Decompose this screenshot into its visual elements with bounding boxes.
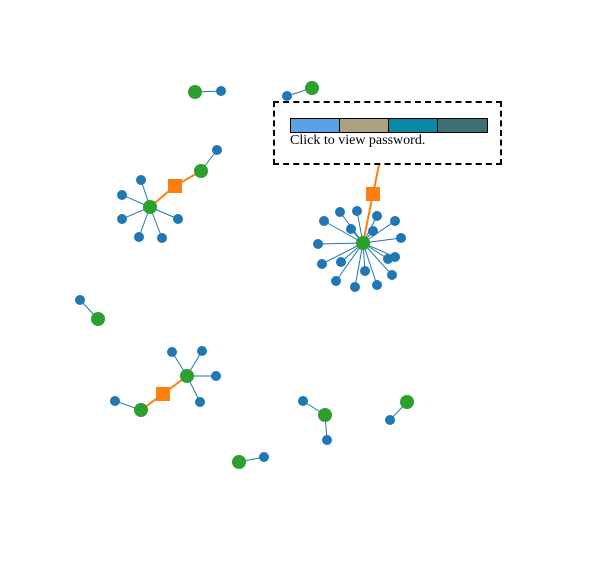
blue-link bbox=[321, 242, 364, 265]
color-swatch-bar[interactable] bbox=[290, 118, 488, 133]
green-node[interactable] bbox=[91, 312, 105, 326]
blue-node[interactable] bbox=[173, 214, 183, 224]
blue-node[interactable] bbox=[335, 207, 345, 217]
blue-node[interactable] bbox=[117, 214, 127, 224]
blue-node[interactable] bbox=[167, 347, 177, 357]
blue-link bbox=[362, 242, 393, 276]
blue-node[interactable] bbox=[385, 415, 395, 425]
orange-link bbox=[362, 193, 374, 244]
blue-link bbox=[362, 242, 378, 286]
green-node[interactable] bbox=[143, 200, 157, 214]
blue-node[interactable] bbox=[282, 91, 292, 101]
blue-node[interactable] bbox=[136, 175, 146, 185]
blue-node[interactable] bbox=[313, 239, 323, 249]
graph-nodes bbox=[75, 81, 414, 469]
orange-square-node[interactable] bbox=[366, 187, 380, 201]
color-swatch-2[interactable] bbox=[340, 119, 389, 132]
password-popup[interactable]: Click to view password. bbox=[273, 101, 502, 165]
blue-node[interactable] bbox=[319, 216, 329, 226]
blue-node[interactable] bbox=[298, 396, 308, 406]
green-node[interactable] bbox=[188, 85, 202, 99]
blue-node[interactable] bbox=[134, 232, 144, 242]
blue-node[interactable] bbox=[350, 282, 360, 292]
blue-node[interactable] bbox=[157, 233, 167, 243]
color-swatch-4[interactable] bbox=[438, 119, 487, 132]
green-node[interactable] bbox=[134, 403, 148, 417]
blue-node[interactable] bbox=[346, 224, 356, 234]
blue-link bbox=[335, 242, 364, 282]
blue-link bbox=[317, 242, 364, 245]
color-swatch-3[interactable] bbox=[389, 119, 438, 132]
green-node[interactable] bbox=[180, 369, 194, 383]
blue-node[interactable] bbox=[195, 397, 205, 407]
green-node[interactable] bbox=[194, 164, 208, 178]
blue-node[interactable] bbox=[372, 211, 382, 221]
blue-node[interactable] bbox=[322, 435, 332, 445]
blue-node[interactable] bbox=[75, 295, 85, 305]
blue-node[interactable] bbox=[259, 452, 269, 462]
blue-link bbox=[354, 242, 364, 288]
blue-node[interactable] bbox=[387, 270, 397, 280]
orange-square-node[interactable] bbox=[168, 179, 182, 193]
blue-node[interactable] bbox=[352, 206, 362, 216]
green-node[interactable] bbox=[305, 81, 319, 95]
green-node[interactable] bbox=[318, 408, 332, 422]
blue-node[interactable] bbox=[383, 254, 393, 264]
blue-link bbox=[323, 220, 364, 244]
blue-node[interactable] bbox=[336, 257, 346, 267]
blue-node[interactable] bbox=[216, 86, 226, 96]
blue-node[interactable] bbox=[372, 280, 382, 290]
blue-node[interactable] bbox=[390, 216, 400, 226]
blue-node[interactable] bbox=[331, 276, 341, 286]
blue-node[interactable] bbox=[117, 190, 127, 200]
blue-node[interactable] bbox=[212, 145, 222, 155]
blue-node[interactable] bbox=[110, 396, 120, 406]
orange-square-node[interactable] bbox=[156, 387, 170, 401]
color-swatch-1[interactable] bbox=[291, 119, 340, 132]
view-password-link[interactable]: Click to view password. bbox=[290, 133, 426, 148]
blue-node[interactable] bbox=[211, 371, 221, 381]
blue-node[interactable] bbox=[197, 346, 207, 356]
green-node[interactable] bbox=[400, 395, 414, 409]
green-node[interactable] bbox=[356, 236, 370, 250]
blue-node[interactable] bbox=[317, 259, 327, 269]
blue-node[interactable] bbox=[396, 233, 406, 243]
blue-node[interactable] bbox=[368, 226, 378, 236]
green-node[interactable] bbox=[232, 455, 246, 469]
blue-node[interactable] bbox=[360, 266, 370, 276]
